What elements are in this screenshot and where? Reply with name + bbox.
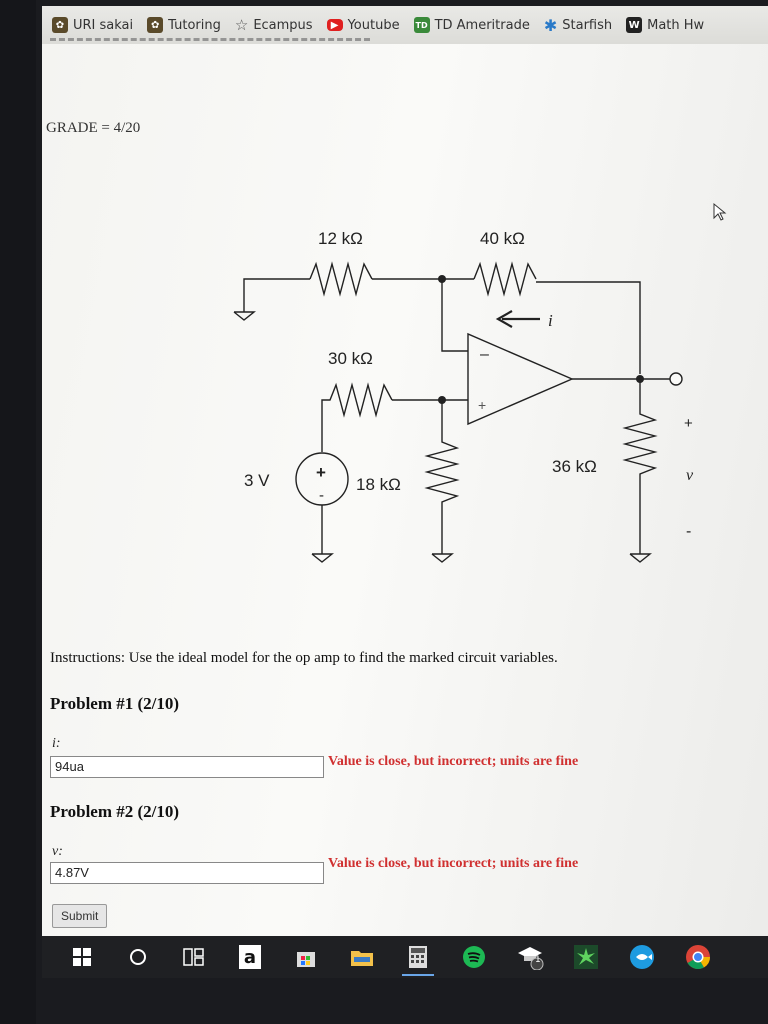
bookmark-label: Starfish xyxy=(562,17,613,33)
cortana-icon xyxy=(130,949,146,965)
problem-2-title: Problem #2 (2/10) xyxy=(50,802,180,821)
graduation-cap-icon xyxy=(518,947,544,970)
bookmark-label: URI sakai xyxy=(73,17,134,33)
grade-text: GRADE = 4/20 xyxy=(46,120,141,136)
store-app[interactable] xyxy=(278,936,334,978)
bookmark-tutoring[interactable]: ✿ Tutoring xyxy=(147,17,221,33)
resistor-36k-label: 36 kΩ xyxy=(552,457,597,476)
star-icon: ☆ xyxy=(234,16,249,34)
circuit-diagram: – + 12 kΩ 40 kΩ 30 kΩ 18 kΩ 36 kΩ 3 V + … xyxy=(233,229,694,563)
resistor-18k-label: 18 kΩ xyxy=(356,475,401,494)
chrome-icon xyxy=(686,945,710,970)
source-plus-sign: + xyxy=(316,463,326,482)
w-icon: W xyxy=(626,17,643,33)
amazon-app[interactable]: a xyxy=(222,936,278,978)
bookmark-youtube[interactable]: ▶ Youtube xyxy=(326,17,400,33)
sakai-icon: ✿ xyxy=(52,17,68,33)
output-plus-sign: + xyxy=(684,415,693,432)
bookmark-starfish[interactable]: ✱ Starfish xyxy=(544,16,612,35)
output-minus-sign: - xyxy=(686,523,691,540)
file-explorer-app[interactable] xyxy=(334,936,390,978)
problem-1-title: Problem #1 (2/10) xyxy=(50,694,180,713)
resistor-12k-label: 12 kΩ xyxy=(318,229,363,248)
bookmark-label: Tutoring xyxy=(168,17,221,33)
problem-1-feedback: Value is close, but incorrect; units are… xyxy=(328,754,579,769)
bookmarks-bar: ✿ URI sakai ✿ Tutoring ☆ Ecampus ▶ Youtu… xyxy=(42,6,768,44)
sakai-icon: ✿ xyxy=(147,17,164,33)
resistor-40k-label: 40 kΩ xyxy=(480,229,525,248)
taskbar: a 1 xyxy=(42,936,768,978)
bookmark-label: Math Hw xyxy=(647,17,705,33)
chrome-app[interactable] xyxy=(670,936,726,978)
spotify-app[interactable] xyxy=(446,936,502,978)
start-button[interactable] xyxy=(54,936,110,978)
fish-app[interactable] xyxy=(614,936,670,978)
instructions-text: Instructions: Use the ideal model for th… xyxy=(50,650,558,666)
bookmark-label: Youtube xyxy=(347,17,400,33)
resistor-30k-label: 30 kΩ xyxy=(328,349,373,368)
bookmark-uri-sakai[interactable]: ✿ URI sakai xyxy=(52,17,133,33)
fish-icon xyxy=(630,945,654,969)
bookmark-td-ameritrade[interactable]: TD TD Ameritrade xyxy=(413,17,530,33)
windows-icon xyxy=(73,948,91,966)
problem-2-answer-field[interactable]: 4.87V xyxy=(50,862,324,884)
bookmark-ecampus[interactable]: ☆ Ecampus xyxy=(235,16,313,34)
op-amp-inverting-sign: – xyxy=(480,346,489,363)
bookmark-label: TD Ameritrade xyxy=(434,17,530,33)
task-view-icon xyxy=(183,948,204,966)
mail-app[interactable]: 1 xyxy=(502,936,558,978)
problem-1-variable: i: xyxy=(52,736,61,751)
op-amp-noninverting-sign: + xyxy=(478,397,486,413)
current-label: i xyxy=(548,311,553,330)
output-voltage-label: v xyxy=(686,467,694,484)
green-app[interactable] xyxy=(558,936,614,978)
bookmark-label: Ecampus xyxy=(253,17,313,33)
calculator-icon xyxy=(409,946,427,968)
homework-page: GRADE = 4/20 xyxy=(42,38,768,936)
source-minus-sign: - xyxy=(319,487,324,504)
calculator-app[interactable] xyxy=(390,936,446,978)
problem-2-variable: v: xyxy=(52,844,63,859)
splat-icon xyxy=(574,945,598,969)
amazon-icon: a xyxy=(239,945,261,969)
cortana-button[interactable] xyxy=(110,936,166,978)
submit-button[interactable]: Submit xyxy=(52,904,108,928)
task-view-button[interactable] xyxy=(166,936,222,978)
problem-2-feedback: Value is close, but incorrect; units are… xyxy=(328,856,579,871)
cut-off-heading xyxy=(50,38,370,46)
source-voltage-label: 3 V xyxy=(244,471,270,490)
problem-1-answer-field[interactable]: 94ua xyxy=(50,756,324,778)
starfish-icon: ✱ xyxy=(543,15,558,35)
mouse-cursor-icon xyxy=(713,202,727,221)
spotify-icon xyxy=(463,946,485,968)
notification-badge: 1 xyxy=(535,955,541,965)
td-icon: TD xyxy=(413,17,430,33)
folder-icon xyxy=(351,951,373,966)
youtube-icon: ▶ xyxy=(326,19,343,31)
bookmark-math-hw[interactable]: W Math Hw xyxy=(626,17,704,33)
store-icon xyxy=(297,952,315,967)
